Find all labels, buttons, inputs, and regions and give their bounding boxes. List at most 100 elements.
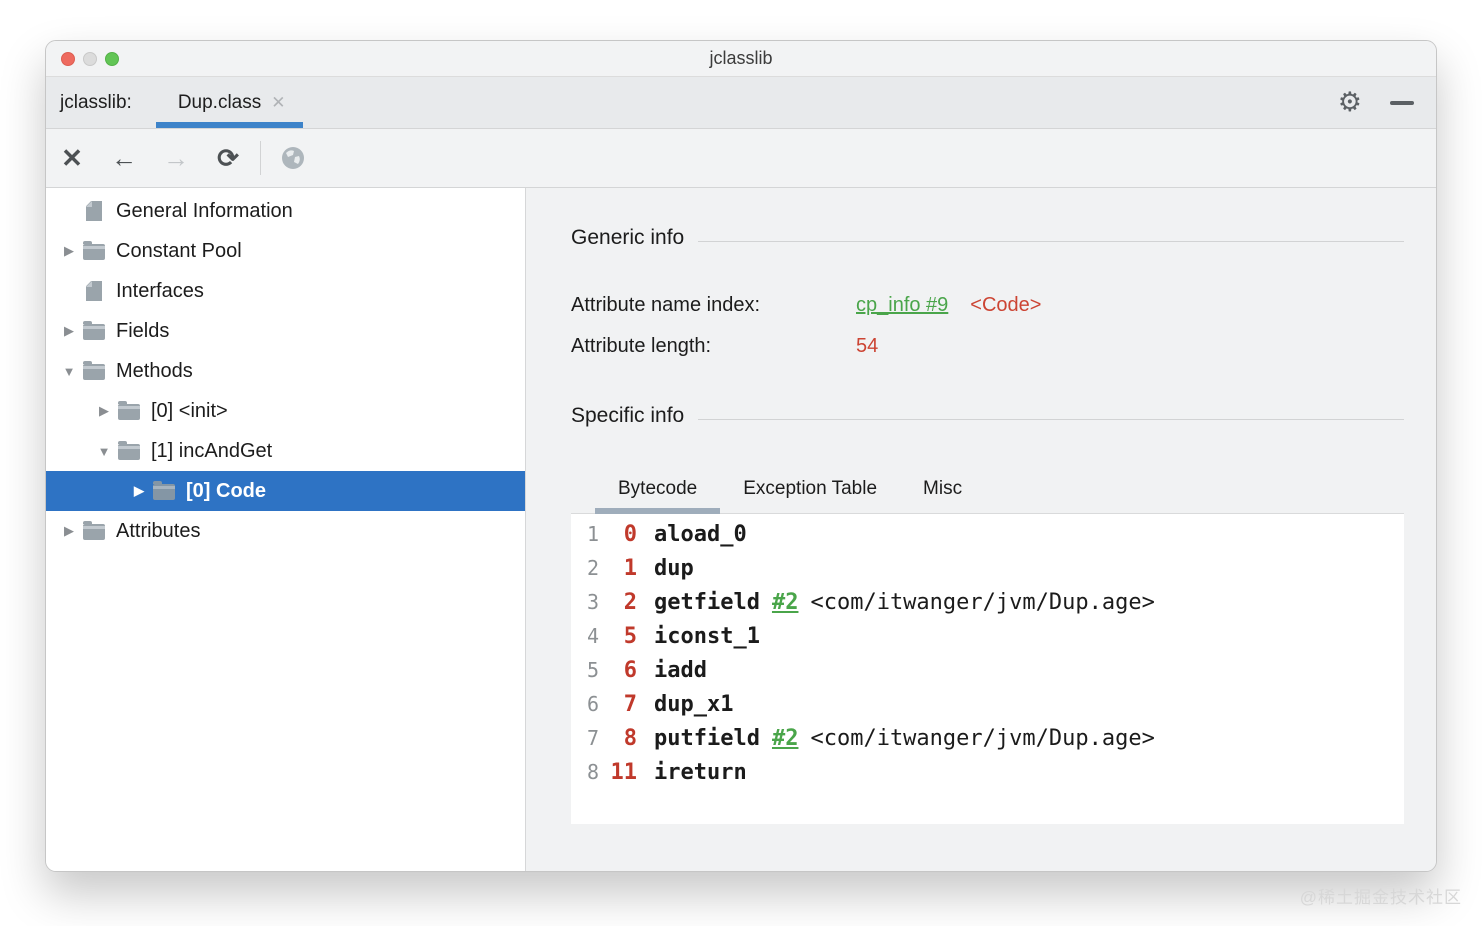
tree-item-label: General Information [116, 199, 293, 222]
chevron-down-icon[interactable]: ▼ [62, 363, 76, 379]
window-title: jclasslib [709, 48, 773, 68]
chevron-right-icon[interactable]: ▶ [64, 243, 74, 258]
bytecode-line: 4 5 iconst_1 [571, 624, 1404, 658]
bytecode-line: 7 8 putfield #2 <com/itwanger/jvm/Dup.ag… [571, 726, 1404, 760]
attribute-length-label: Attribute length: [571, 335, 712, 357]
bytecode-line: 2 1 dup [571, 556, 1404, 590]
heading-rule [698, 418, 1404, 420]
attribute-name-index-label: Attribute name index: [571, 294, 760, 316]
tree-item-label: [1] incAndGet [151, 439, 273, 462]
watermark: @稀土掘金技术社区 [1299, 888, 1462, 907]
chevron-right-icon[interactable]: ▶ [99, 403, 109, 418]
globe-icon [282, 147, 304, 169]
line-number: 3 [586, 590, 599, 614]
tabbar-right-actions: ⚙ [1338, 89, 1414, 116]
attribute-name-resolved: <Code> [970, 294, 1042, 316]
bytecode-offset: 6 [623, 658, 637, 683]
folder-icon [117, 441, 141, 460]
cp-info-link[interactable]: cp_info #9 [856, 294, 949, 316]
close-window-button[interactable] [61, 51, 75, 66]
reload-button[interactable]: ⟳ [217, 142, 239, 173]
document-icon [82, 201, 106, 221]
tree-item-label: [0] <init> [151, 399, 228, 422]
zoom-window-button[interactable] [105, 51, 119, 66]
tree-item-interfaces[interactable]: Interfaces [46, 271, 525, 311]
generic-info-heading: Generic info [571, 226, 1404, 250]
settings-gear-icon[interactable]: ⚙ [1337, 87, 1362, 117]
line-number: 8 [586, 760, 599, 784]
tree-item-label: [0] Code [186, 479, 266, 502]
main-content: General Information ▶ Constant Pool Inte… [46, 188, 1436, 871]
tab-misc[interactable]: Misc [923, 478, 963, 499]
close-file-button[interactable]: ✕ [61, 142, 83, 173]
web-browse-button[interactable] [267, 145, 319, 171]
tree-item-code-attribute[interactable]: ▶ [0] Code [46, 471, 525, 511]
class-structure-tree: General Information ▶ Constant Pool Inte… [46, 188, 526, 871]
folder-icon [117, 401, 141, 420]
collapse-icon[interactable] [1390, 100, 1414, 105]
forward-button[interactable]: → [163, 142, 189, 173]
attribute-length-row: Attribute length: 54 [571, 335, 1404, 358]
mnemonic: aload_0 [654, 522, 747, 547]
tab-label: Dup.class [177, 91, 262, 113]
bytecode-offset: 2 [623, 590, 637, 615]
chevron-right-icon[interactable]: ▶ [64, 323, 74, 338]
line-number: 6 [586, 692, 599, 716]
tree-item-incandget-method[interactable]: ▼ [1] incAndGet [46, 431, 525, 471]
tab-dup-class[interactable]: Dup.class ✕ [155, 77, 304, 128]
tree-item-constant-pool[interactable]: ▶ Constant Pool [46, 231, 525, 271]
bytecode-offset: 11 [610, 760, 638, 785]
folder-icon [82, 521, 106, 540]
detail-tabs: Bytecode Exception Table Misc [571, 478, 1404, 514]
line-number: 4 [586, 624, 599, 648]
tab-close-icon[interactable]: ✕ [271, 93, 286, 112]
attribute-length-value: 54 [856, 335, 879, 357]
attribute-name-index-row: Attribute name index: cp_info #9 <Code> [571, 294, 1404, 317]
line-number: 7 [586, 726, 599, 750]
tree-item-init-method[interactable]: ▶ [0] <init> [46, 391, 525, 431]
mnemonic: ireturn [654, 760, 747, 785]
chevron-down-icon[interactable]: ▼ [97, 443, 111, 459]
minimize-window-button[interactable] [83, 51, 97, 66]
tree-item-attributes[interactable]: ▶ Attributes [46, 511, 525, 551]
bytecode-offset: 7 [623, 692, 637, 717]
back-button[interactable]: ← [111, 142, 137, 173]
chevron-right-icon[interactable]: ▶ [134, 483, 144, 498]
constant-pool-ref-link[interactable]: #2 [771, 590, 799, 615]
bytecode-offset: 1 [623, 556, 637, 581]
constant-pool-ref-link[interactable]: #2 [771, 726, 799, 751]
bytecode-line: 5 6 iadd [571, 658, 1404, 692]
line-number: 2 [586, 556, 599, 580]
tab-bytecode[interactable]: Bytecode [595, 478, 721, 514]
bytecode-listing: 1 0 aload_0 2 1 dup 3 2 getfield #2 <com… [571, 514, 1404, 824]
operand: <com/itwanger/jvm/Dup.age> [810, 590, 1155, 615]
attribute-detail-pane: Generic info Attribute name index: cp_in… [526, 188, 1436, 871]
tree-item-label: Constant Pool [116, 239, 242, 262]
tab-exception-table[interactable]: Exception Table [743, 478, 878, 499]
tree-item-methods[interactable]: ▼ Methods [46, 351, 525, 391]
mnemonic: getfield [654, 590, 760, 615]
title-bar: jclasslib [46, 41, 1436, 77]
bytecode-offset: 8 [623, 726, 637, 751]
operand: <com/itwanger/jvm/Dup.age> [810, 726, 1155, 751]
app-label: jclasslib: [60, 91, 132, 113]
chevron-right-icon[interactable]: ▶ [64, 523, 74, 538]
folder-icon [82, 361, 106, 380]
bytecode-line: 1 0 aload_0 [571, 522, 1404, 556]
heading-rule [698, 240, 1404, 242]
folder-icon [152, 481, 176, 500]
mnemonic: iconst_1 [654, 624, 760, 649]
tree-item-fields[interactable]: ▶ Fields [46, 311, 525, 351]
specific-info-heading: Specific info [571, 404, 1404, 428]
mnemonic: dup [654, 556, 694, 581]
jclasslib-window: jclasslib jclasslib: Dup.class ✕ ⚙ ✕ ← →… [45, 40, 1437, 872]
tree-item-general-information[interactable]: General Information [46, 191, 525, 231]
mnemonic: iadd [654, 658, 707, 683]
bytecode-line: 3 2 getfield #2 <com/itwanger/jvm/Dup.ag… [571, 590, 1404, 624]
traffic-lights [61, 51, 119, 66]
tree-item-label: Attributes [116, 519, 201, 542]
mnemonic: dup_x1 [654, 692, 734, 717]
line-number: 1 [586, 522, 599, 546]
specific-info-title: Specific info [571, 404, 685, 427]
bytecode-line: 8 11 ireturn [571, 760, 1404, 794]
